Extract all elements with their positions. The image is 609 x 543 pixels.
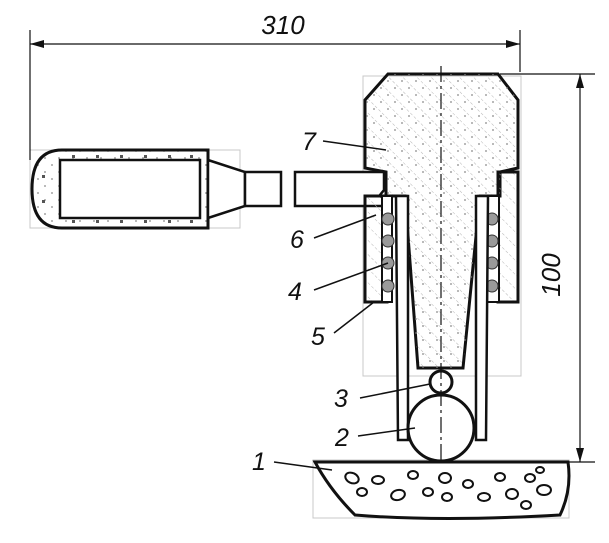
leader-4 [313,262,389,291]
probe-legs [394,194,490,442]
width-dimension-label: 310 [261,10,305,40]
arrowhead-bottom [576,448,584,462]
callout-4: 4 [288,278,302,306]
handle-ferrule [243,170,283,208]
right-housing-wall [496,170,520,304]
callout-6: 6 [290,226,304,254]
leader-7 [322,140,387,151]
callout-labels: 1 2 3 4 5 6 7 [252,128,349,476]
right-probe-leg [474,194,490,442]
callout-7: 7 [302,128,317,156]
width-dimension: 310 [29,10,521,160]
arrowhead-left [30,40,44,48]
leader-6 [313,214,377,239]
handle-rivets [42,155,193,223]
base-outline [312,460,571,520]
base-pores [344,466,552,510]
base-specimen [312,460,571,520]
leader-3 [359,383,431,399]
callout-3: 3 [334,385,348,413]
leader-lines [273,140,431,471]
left-probe-leg [394,194,410,442]
callout-1: 1 [252,448,266,476]
left-bearing-cage [381,195,393,303]
callout-2: 2 [334,424,349,452]
left-bearing-housing [363,194,395,304]
arrowhead-top [576,74,584,88]
callout-5: 5 [311,323,325,351]
height-dimension-label: 100 [536,253,566,297]
arrowhead-right [506,40,520,48]
leader-5 [333,301,375,334]
handle-taper [206,158,247,220]
leader-1 [273,461,333,471]
handle-inner-cavity [58,158,202,220]
handle-assembly [30,148,386,230]
leader-2 [357,427,416,437]
